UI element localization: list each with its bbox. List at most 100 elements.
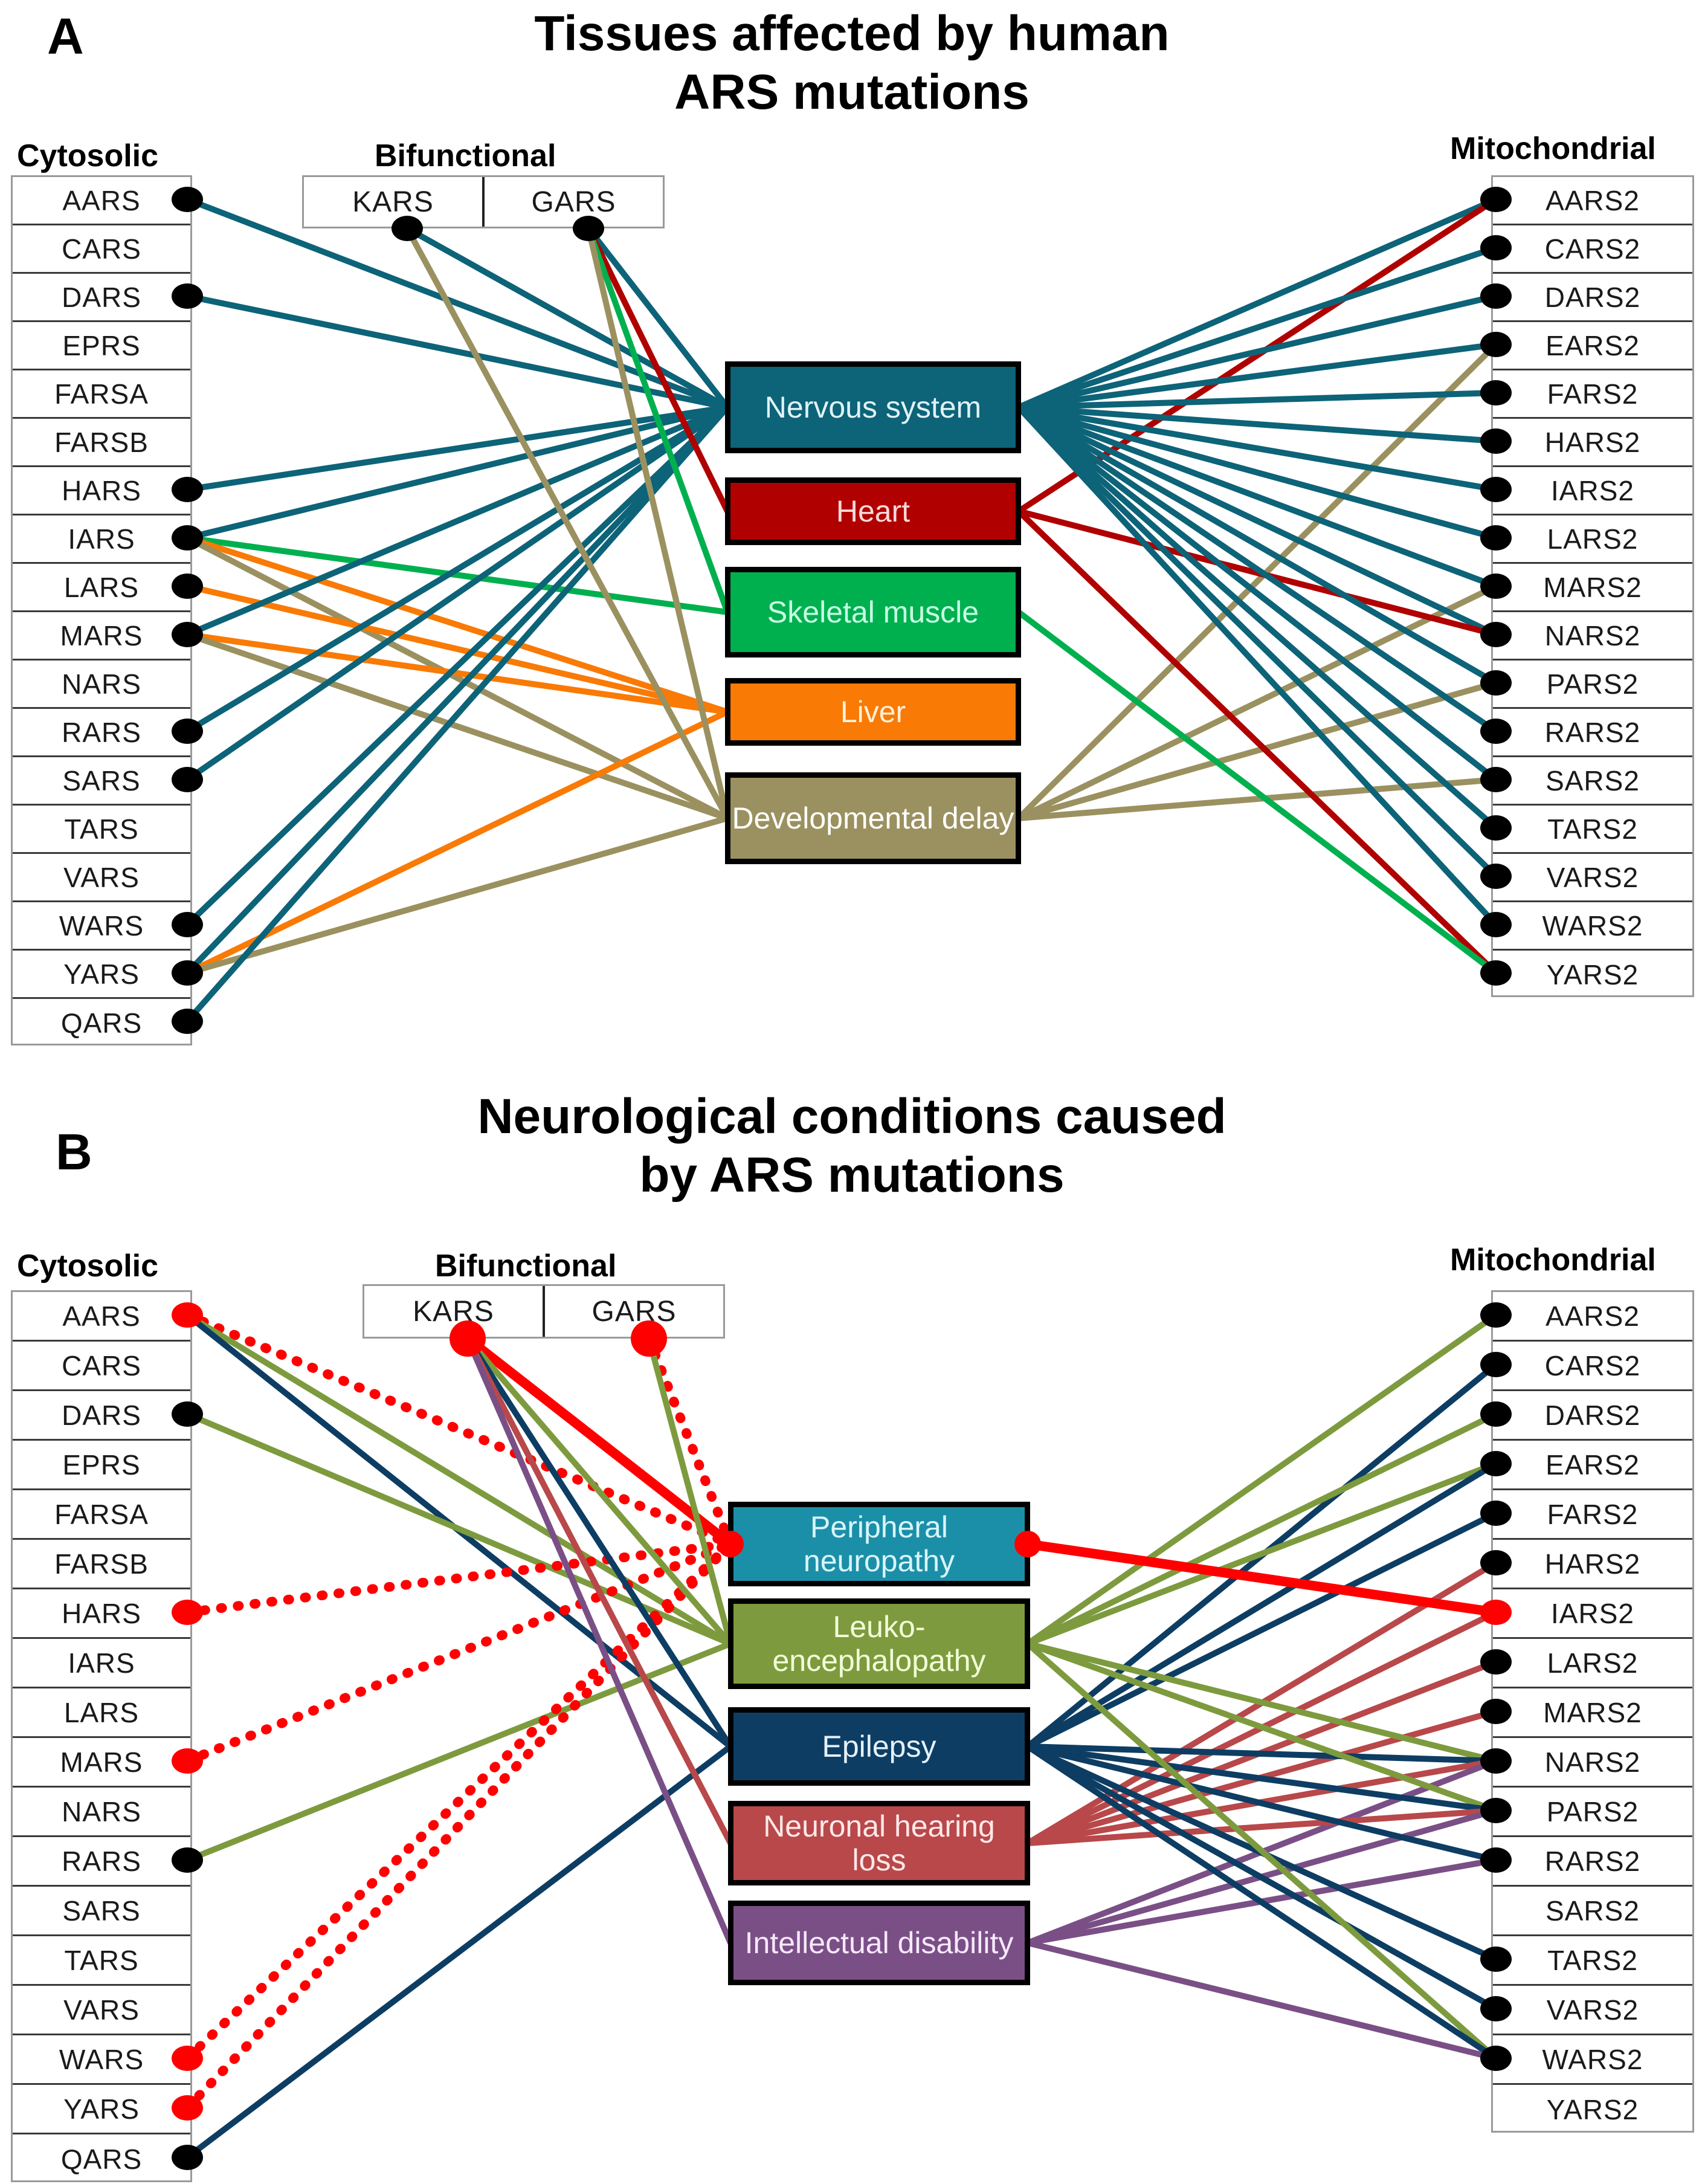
gene-cell-mitochondrial-iars2[interactable]: IARS2 xyxy=(1493,467,1692,515)
gene-cell-mitochondrial-fars2[interactable]: FARS2 xyxy=(1493,1490,1692,1540)
center-node-heart[interactable]: Heart xyxy=(725,477,1021,545)
gene-cell-mitochondrial-vars2[interactable]: VARS2 xyxy=(1493,854,1692,902)
gene-cell-mitochondrial-sars2[interactable]: SARS2 xyxy=(1493,757,1692,806)
gene-cell-cytosolic-qars[interactable]: QARS xyxy=(60,1007,143,1039)
gene-cell-cytosolic-farsb[interactable]: FARSB xyxy=(13,1540,190,1589)
gene-cell-mitochondrial-aars2[interactable]: AARS2 xyxy=(1493,177,1692,225)
gene-cell-mitochondrial-tars2[interactable]: TARS2 xyxy=(1493,806,1692,854)
gene-cell-cytosolic-farsb[interactable]: FARSB xyxy=(13,419,190,467)
edge-aars-to-node-0 xyxy=(184,196,730,410)
gene-cell-mitochondrial-wars2[interactable]: WARS2 xyxy=(1493,902,1692,951)
gene-cell-cytosolic-mars[interactable]: MARS xyxy=(13,612,190,661)
gene-cell-mitochondrial-yars2[interactable]: YARS2 xyxy=(1546,959,1639,990)
gene-cell-mitochondrial-lars2[interactable]: LARS2 xyxy=(1493,1639,1692,1688)
gene-cell-cytosolic-iars[interactable]: IARS xyxy=(13,1639,190,1688)
gene-cell-mitochondrial-pars2[interactable]: PARS2 xyxy=(1493,1788,1692,1837)
gene-cell-cytosolic-dars[interactable]: DARS xyxy=(13,274,190,322)
gene-cell-mitochondrial-ears2[interactable]: EARS2 xyxy=(1493,1441,1692,1490)
gene-cell-mitochondrial-pars2[interactable]: PARS2 xyxy=(1493,661,1692,709)
gene-cell-mitochondrial-wars2[interactable]: WARS2 xyxy=(1493,2035,1692,2085)
panel-a-bifunctional-box: KARS GARS xyxy=(302,175,665,228)
gene-cell-cytosolic-lars[interactable]: LARS xyxy=(13,1688,190,1738)
gene-cell-cytosolic-aars[interactable]: AARS xyxy=(13,1292,190,1342)
center-node-skeletal-muscle[interactable]: Skeletal muscle xyxy=(725,567,1021,657)
center-node-leuko-encephalopathy[interactable]: Leuko-encephalopathy xyxy=(728,1598,1030,1689)
gene-cell-cytosolic-dars[interactable]: DARS xyxy=(13,1391,190,1441)
center-node-epilepsy[interactable]: Epilepsy xyxy=(728,1707,1030,1786)
gene-cell-cytosolic-nars[interactable]: NARS xyxy=(13,661,190,709)
gene-cell-mitochondrial-dars2[interactable]: DARS2 xyxy=(1493,1391,1692,1441)
gene-cell-cytosolic-aars[interactable]: AARS xyxy=(13,177,190,225)
center-node-intellectual-disability[interactable]: Intellectual disability xyxy=(728,1901,1030,1985)
gene-cell-mitochondrial-rars2[interactable]: RARS2 xyxy=(1493,709,1692,757)
gene-cell-mitochondrial-mars2[interactable]: MARS2 xyxy=(1493,564,1692,612)
gene-cell-cytosolic-mars[interactable]: MARS xyxy=(13,1738,190,1788)
edge-gars-to-node-0 xyxy=(644,1334,735,1549)
center-node-liver[interactable]: Liver xyxy=(725,678,1021,746)
gene-cell-cytosolic-yars[interactable]: YARS xyxy=(13,951,190,999)
gene-cell-cytosolic-rars[interactable]: RARS xyxy=(13,709,190,757)
gene-cell-cytosolic-hars[interactable]: HARS xyxy=(13,467,190,515)
gene-cell-mitochondrial-rars2[interactable]: RARS2 xyxy=(1493,1837,1692,1887)
edge-nars2-to-node-0 xyxy=(1016,404,1499,638)
gene-cell-cytosolic-eprs[interactable]: EPRS xyxy=(13,322,190,370)
edge-gars-to-node-2 xyxy=(585,225,730,615)
gene-cell-mitochondrial-hars2[interactable]: HARS2 xyxy=(1493,419,1692,467)
center-node-nervous-system[interactable]: Nervous system xyxy=(725,361,1021,453)
gene-cell-bifunctional-kars[interactable]: KARS xyxy=(413,1295,494,1328)
gene-cell-cytosolic-eprs[interactable]: EPRS xyxy=(13,1441,190,1490)
gene-cell-cytosolic-vars[interactable]: VARS xyxy=(13,1986,190,2035)
gene-cell-mitochondrial-iars2[interactable]: IARS2 xyxy=(1493,1589,1692,1639)
edge-aars-to-node-2 xyxy=(184,1312,733,1749)
gene-cell-cytosolic-lars[interactable]: LARS xyxy=(13,564,190,612)
gene-cell-cytosolic-tars[interactable]: TARS xyxy=(13,806,190,854)
gene-cell-mitochondrial-aars2[interactable]: AARS2 xyxy=(1493,1292,1692,1342)
gene-cell-cytosolic-cars[interactable]: CARS xyxy=(13,1342,190,1391)
edge-pars2-to-node-3 xyxy=(1025,1808,1499,1846)
gene-cell-cytosolic-vars[interactable]: VARS xyxy=(13,854,190,902)
edge-wars-to-node-0 xyxy=(184,404,730,928)
gene-cell-mitochondrial-cars2[interactable]: CARS2 xyxy=(1493,1342,1692,1391)
gene-cell-cytosolic-sars[interactable]: SARS xyxy=(13,757,190,806)
gene-cell-mitochondrial-dars2[interactable]: DARS2 xyxy=(1493,274,1692,322)
gene-cell-mitochondrial-fars2[interactable]: FARS2 xyxy=(1493,370,1692,419)
gene-cell-bifunctional-gars[interactable]: GARS xyxy=(543,1286,723,1337)
gene-cell-mitochondrial-ears2[interactable]: EARS2 xyxy=(1493,322,1692,370)
gene-cell-cytosolic-tars[interactable]: TARS xyxy=(13,1936,190,1986)
gene-cell-mitochondrial-yars2[interactable]: YARS2 xyxy=(1546,2094,1639,2125)
gene-cell-cytosolic-qars[interactable]: QARS xyxy=(60,2144,143,2175)
edge-iars2-to-node-3 xyxy=(1025,1609,1499,1846)
edge-cars2-to-node-2 xyxy=(1025,1362,1499,1749)
gene-cell-cytosolic-sars[interactable]: SARS xyxy=(13,1887,190,1936)
gene-cell-cytosolic-hars[interactable]: HARS xyxy=(13,1589,190,1639)
gene-cell-cytosolic-nars[interactable]: NARS xyxy=(13,1788,190,1837)
gene-cell-mitochondrial-lars2[interactable]: LARS2 xyxy=(1493,515,1692,564)
gene-cell-mitochondrial-sars2[interactable]: SARS2 xyxy=(1493,1887,1692,1936)
gene-cell-cytosolic-yars[interactable]: YARS xyxy=(13,2085,190,2134)
edge-wars2-to-node-2 xyxy=(1025,1743,1499,2061)
edge-kars-to-node-2 xyxy=(465,1336,733,1749)
edge-ears2-to-node-4 xyxy=(1016,341,1499,821)
gene-cell-cytosolic-farsa[interactable]: FARSA xyxy=(13,1490,190,1540)
gene-cell-mitochondrial-nars2[interactable]: NARS2 xyxy=(1493,1738,1692,1788)
edge-lars2-to-node-3 xyxy=(1025,1659,1499,1846)
gene-cell-mitochondrial-cars2[interactable]: CARS2 xyxy=(1493,225,1692,274)
edge-sars2-to-node-4 xyxy=(1016,777,1499,821)
edge-rars-to-node-0 xyxy=(184,404,730,734)
gene-cell-mitochondrial-nars2[interactable]: NARS2 xyxy=(1493,612,1692,661)
gene-cell-mitochondrial-vars2[interactable]: VARS2 xyxy=(1493,1986,1692,2035)
gene-cell-cytosolic-farsa[interactable]: FARSA xyxy=(13,370,190,419)
center-node-developmental-delay[interactable]: Developmental delay xyxy=(725,772,1021,864)
gene-cell-cytosolic-iars[interactable]: IARS xyxy=(13,515,190,564)
gene-cell-mitochondrial-hars2[interactable]: HARS2 xyxy=(1493,1540,1692,1589)
center-node-neuronal-hearing-loss[interactable]: Neuronal hearing loss xyxy=(728,1801,1030,1885)
gene-cell-mitochondrial-tars2[interactable]: TARS2 xyxy=(1493,1936,1692,1986)
gene-cell-bifunctional-gars[interactable]: GARS xyxy=(482,177,663,227)
center-node-peripheral-neuropathy[interactable]: Peripheral neuropathy xyxy=(728,1502,1030,1586)
gene-cell-cytosolic-wars[interactable]: WARS xyxy=(13,902,190,951)
gene-cell-cytosolic-cars[interactable]: CARS xyxy=(13,225,190,274)
gene-cell-cytosolic-rars[interactable]: RARS xyxy=(13,1837,190,1887)
gene-cell-bifunctional-kars[interactable]: KARS xyxy=(352,186,434,218)
gene-cell-cytosolic-wars[interactable]: WARS xyxy=(13,2035,190,2085)
gene-cell-mitochondrial-mars2[interactable]: MARS2 xyxy=(1493,1688,1692,1738)
